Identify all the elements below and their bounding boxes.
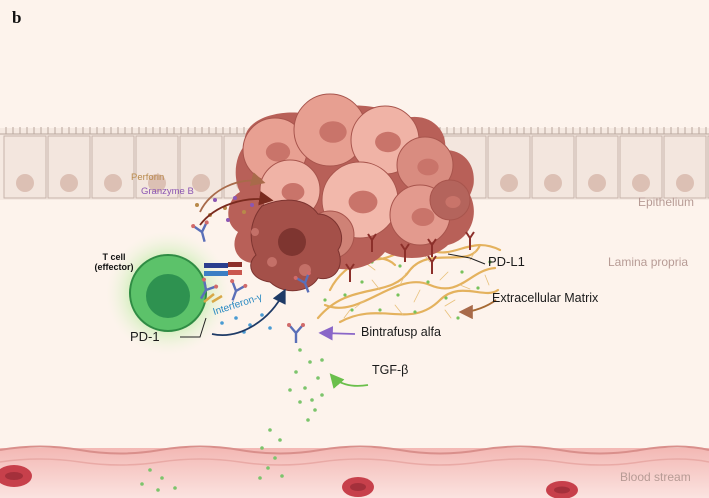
bintrafusp-alfa-antibodies [191,220,311,343]
blood-stream-label: Blood stream [620,470,691,484]
tgf-beta-label: TGF-β [372,363,409,377]
granzyme-b-label: Granzyme B [141,186,194,197]
receptor-complex [203,262,242,304]
t-cell-effector [106,231,230,355]
blood-vessel [0,445,709,498]
arrows [180,172,497,389]
epithelium-label: Epithelium [638,195,695,209]
t-cell-label-line1: T cell [102,252,126,262]
bintrafusp-alfa-label: Bintrafusp alfa [361,325,441,339]
t-cell-label-line2: (effector) [94,262,134,272]
t-cell-label: T cell (effector) [90,252,138,272]
pdl1-label: PD-L1 [488,254,525,269]
tumor-mass [228,93,474,292]
pdl1-receptors [345,231,475,282]
perforin-label: Perforin [131,172,165,183]
pd1-label: PD-1 [130,329,160,344]
extracellular-matrix-label: Extracellular Matrix [492,291,599,305]
panel-label: b [12,8,22,27]
lamina-propria-label: Lamina propria [608,255,689,269]
